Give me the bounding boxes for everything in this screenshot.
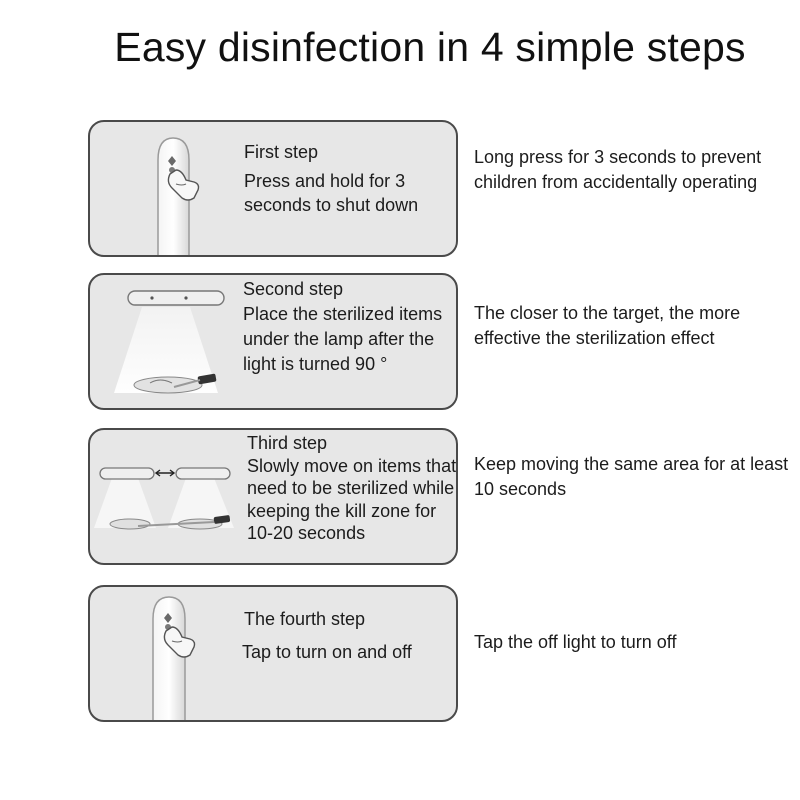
step-description-3: Keep moving the same area for at least 1… (474, 454, 789, 499)
step-body: Place the sterilized items under the lam… (243, 304, 443, 374)
step-title: Second step (243, 279, 344, 299)
page-title: Easy disinfection in 4 simple steps (114, 24, 746, 70)
step-card-1: First step Press and hold for 3 seconds … (88, 120, 458, 257)
step-description-1: Long press for 3 seconds to prevent chil… (474, 147, 762, 192)
finger-press-icon (157, 137, 200, 255)
step-text: Third step Slowly move on items that nee… (247, 432, 457, 545)
step-title: Third step (247, 433, 328, 453)
step-text: Second step Place the sterilized items u… (243, 277, 456, 377)
step-title: First step (244, 142, 319, 162)
step-description-2: The closer to the target, the more effec… (474, 303, 741, 348)
step-card-3: Third step Slowly move on items that nee… (88, 428, 458, 565)
step-body: Slowly move on items that need to be ste… (247, 455, 457, 544)
lamp-beam-icon (114, 290, 225, 394)
step-card-2: Second step Place the sterilized items u… (88, 273, 458, 410)
step-card-4: The fourth step Tap to turn on and off (88, 585, 458, 722)
step-body: Tap to turn on and off (242, 642, 412, 662)
step-body: Press and hold for 3 seconds to shut dow… (244, 171, 419, 215)
step-text: The fourth step Tap to turn on and off (242, 607, 456, 664)
finger-tap-icon (152, 596, 196, 720)
step-description-4: Tap the off light to turn off (474, 632, 677, 652)
step-title: The fourth step (244, 609, 366, 629)
lamp-move-icon (94, 467, 234, 530)
step-text: First step Press and hold for 3 seconds … (244, 140, 454, 217)
